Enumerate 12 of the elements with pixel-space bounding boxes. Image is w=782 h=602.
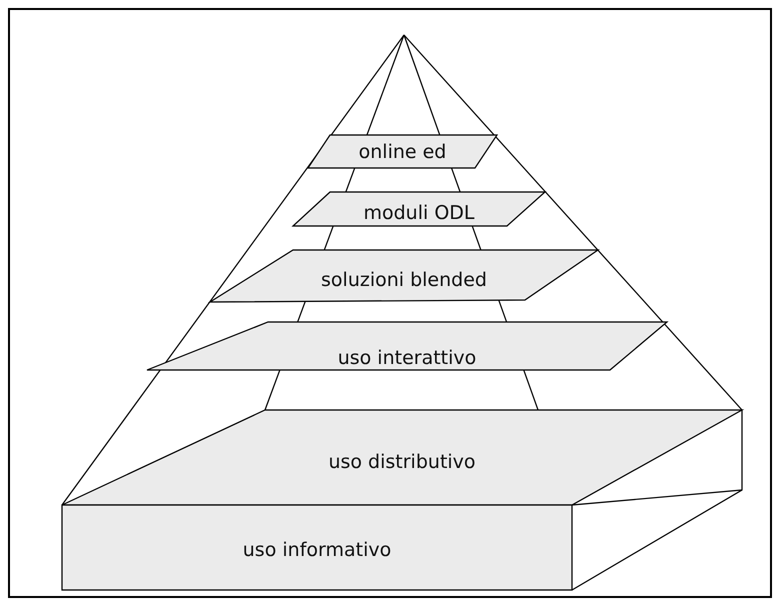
level-label: uso distributivo	[327, 451, 477, 473]
level-label: moduli ODL	[362, 202, 476, 224]
level-label: soluzioni blended	[320, 269, 488, 291]
level-label: online ed	[358, 141, 448, 163]
pyramid-level	[210, 250, 598, 302]
pyramid-level	[147, 322, 667, 370]
pyramid-base-block	[62, 505, 572, 590]
pyramid-level	[308, 135, 497, 168]
level-label: uso informativo	[242, 539, 392, 561]
pyramid-level	[62, 410, 742, 505]
level-label: uso interattivo	[336, 347, 478, 369]
pyramid-level	[293, 192, 545, 226]
